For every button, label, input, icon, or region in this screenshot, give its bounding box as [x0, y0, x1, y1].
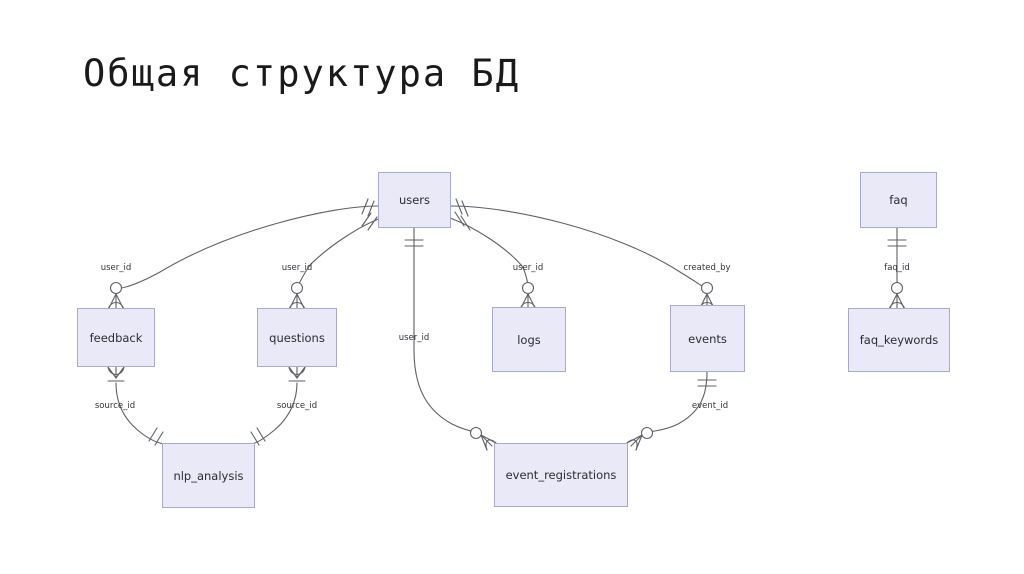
entity-users[interactable]: users [378, 172, 451, 228]
entity-label: users [398, 193, 431, 207]
fk-label-users-events: created_by [683, 263, 731, 273]
connector-users-feedback [107, 198, 379, 311]
entity-event-registrations[interactable]: event_registrations [494, 443, 628, 507]
entity-label: feedback [89, 330, 143, 345]
page-title: Общая структура БД [83, 52, 520, 95]
fk-label-faq-faq-keywords: faq_id [884, 263, 910, 273]
entity-label: events [688, 331, 727, 346]
entity-nlp-analysis[interactable]: nlp_analysis [162, 443, 255, 508]
entity-feedback[interactable]: feedback [77, 308, 155, 367]
fk-label-questions-nlp-analysis: source_id [276, 401, 318, 411]
entity-logs[interactable]: logs [492, 307, 566, 372]
entity-label: faq [889, 193, 908, 207]
connector-users-eventregistrations [404, 227, 497, 451]
fk-label-users-questions: user_id [281, 263, 313, 273]
connector-users-logs [449, 211, 537, 311]
entity-questions[interactable]: questions [257, 308, 337, 367]
entity-label: faq_keywords [859, 333, 939, 347]
connector-users-questions [288, 212, 382, 311]
fk-label-users-logs: user_id [512, 263, 544, 273]
entity-faq-keywords[interactable]: faq_keywords [848, 308, 950, 372]
entity-label: logs [517, 332, 541, 347]
connector-faq-faqkeywords [887, 227, 907, 311]
fk-label-events-event-registrations: event_id [691, 401, 729, 411]
connector-feedback-nlpanalysis [107, 366, 165, 446]
entity-events[interactable]: events [670, 305, 745, 372]
entity-label: event_registrations [505, 468, 617, 482]
fk-label-users-event-registrations: user_id [398, 333, 430, 343]
connector-events-eventregistrations [626, 371, 717, 451]
connector-users-events [450, 198, 716, 311]
fk-label-feedback-nlp-analysis: source_id [94, 401, 136, 411]
entity-label: questions [269, 330, 325, 345]
entity-faq[interactable]: faq [860, 172, 937, 228]
entity-label: nlp_analysis [173, 468, 244, 483]
connector-questions-nlpanalysis [250, 366, 306, 446]
fk-label-users-feedback: user_id [100, 263, 132, 273]
